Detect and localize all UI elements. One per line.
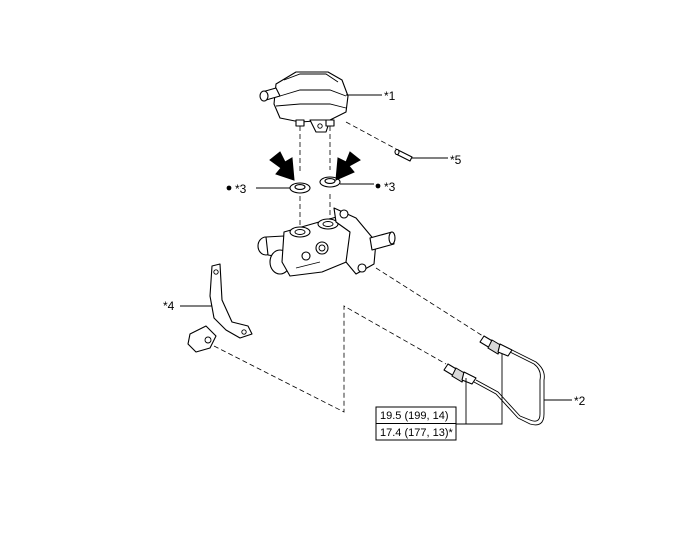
callout-2: *2 [574,394,586,408]
replace-dot-icon [375,183,381,189]
tube-line-upper [375,267,487,339]
torque-leader-lower [456,378,467,425]
arrow-icon [269,151,295,181]
grommet-right [319,176,341,188]
torque-spec-box: 19.5 (199, 14) 17.4 (177, 13)* [375,406,457,441]
replace-dot-icon [226,185,232,191]
bracket-tube-line [213,305,447,413]
bracket [187,263,253,353]
pin [394,148,413,162]
brake-tube [443,335,545,426]
callout-1: *1 [384,89,396,103]
callout-3-left: *3 [235,182,247,196]
arrow-icon [335,151,361,181]
torque-leader-upper [466,354,503,425]
reservoir-tank [259,71,349,133]
grommet-left [289,182,311,194]
torque-value-1: 19.5 (199, 14) [380,410,449,422]
callout-3-right: *3 [384,180,396,194]
master-cylinder [257,207,396,277]
pin-line [345,121,399,151]
torque-value-2: 17.4 (177, 13)* [380,427,453,439]
callout-4: *4 [163,299,175,313]
callout-5: *5 [450,153,462,167]
